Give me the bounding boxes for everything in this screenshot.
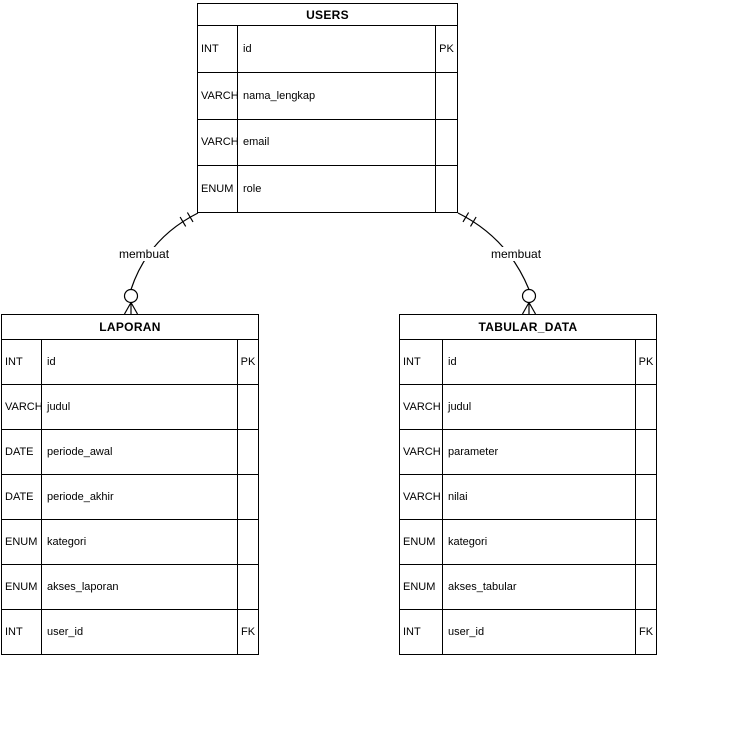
- column-key: PK: [237, 340, 258, 384]
- column-type: VARCH: [400, 430, 443, 474]
- column-name: kategori: [448, 536, 488, 548]
- table-row: VARCH nama_lengkap: [198, 72, 457, 120]
- column-name: id: [448, 356, 457, 368]
- column-name: role: [243, 183, 262, 196]
- column-name: kategori: [47, 536, 87, 548]
- column-key: [635, 430, 656, 474]
- table-row: INT user_id FK: [2, 610, 258, 654]
- column-key: [435, 166, 457, 212]
- column-key: [237, 565, 258, 609]
- column-name: akses_tabular: [448, 581, 517, 593]
- crow-foot-icon: [123, 302, 139, 315]
- column-type: INT: [400, 340, 443, 384]
- column-type: VARCH: [400, 385, 443, 429]
- column-name: judul: [448, 401, 472, 413]
- entity-tabular-data: TABULAR_DATA INT id PK VARCH judul VARCH…: [399, 314, 657, 655]
- column-name: periode_awal: [47, 446, 113, 458]
- entity-title: LAPORAN: [2, 315, 258, 340]
- relationship-users-tabular: [457, 212, 537, 315]
- relationship-users-laporan: [123, 212, 199, 315]
- zero-circle-icon: [521, 288, 537, 304]
- relationship-label-laporan: membuat: [118, 247, 171, 261]
- column-type: ENUM: [400, 565, 443, 609]
- column-type: ENUM: [400, 520, 443, 564]
- column-type: INT: [400, 610, 443, 654]
- exactly-one-ticks-icon: [179, 212, 194, 227]
- column-type: ENUM: [2, 565, 42, 609]
- column-type: VARCH: [198, 119, 238, 166]
- column-key: PK: [435, 26, 457, 72]
- column-key: [435, 72, 457, 119]
- column-type: INT: [2, 610, 42, 654]
- column-type: ENUM: [2, 520, 42, 564]
- table-row: INT id PK: [2, 340, 258, 385]
- column-name: email: [243, 136, 270, 149]
- column-name: parameter: [448, 446, 499, 458]
- zero-circle-icon: [123, 288, 139, 304]
- entity-laporan: LAPORAN INT id PK VARCH judul DATE perio…: [1, 314, 259, 655]
- table-row: VARCH nilai: [400, 475, 656, 520]
- table-row: VARCH judul: [2, 385, 258, 430]
- table-row: ENUM akses_tabular: [400, 565, 656, 610]
- entity-title: TABULAR_DATA: [400, 315, 656, 340]
- entity-users: USERS INT id PK VARCH nama_lengkap VARCH…: [197, 3, 458, 213]
- column-key: [635, 475, 656, 519]
- column-type: VARCH: [198, 72, 238, 119]
- table-row: INT id PK: [198, 26, 457, 73]
- column-key: [435, 119, 457, 166]
- column-name: id: [243, 42, 252, 55]
- column-type: INT: [198, 26, 238, 72]
- table-row: DATE periode_akhir: [2, 475, 258, 520]
- table-row: INT id PK: [400, 340, 656, 385]
- column-key: [237, 430, 258, 474]
- column-key: [237, 520, 258, 564]
- table-row: VARCH judul: [400, 385, 656, 430]
- table-row: DATE periode_awal: [2, 430, 258, 475]
- edge-curve: [457, 212, 530, 290]
- column-name: user_id: [448, 626, 485, 638]
- column-type: DATE: [2, 430, 42, 474]
- column-type: DATE: [2, 475, 42, 519]
- table-row: ENUM kategori: [2, 520, 258, 565]
- column-key: FK: [635, 610, 656, 654]
- entity-title: USERS: [198, 4, 457, 26]
- column-name: periode_akhir: [47, 491, 114, 503]
- column-type: VARCH: [2, 385, 42, 429]
- table-row: ENUM role: [198, 166, 457, 212]
- edge-curve: [130, 212, 199, 290]
- column-name: akses_laporan: [47, 581, 119, 593]
- table-row: ENUM kategori: [400, 520, 656, 565]
- table-row: VARCH parameter: [400, 430, 656, 475]
- column-type: VARCH: [400, 475, 443, 519]
- column-name: nama_lengkap: [243, 89, 316, 102]
- column-name: id: [47, 356, 56, 368]
- table-row: INT user_id FK: [400, 610, 656, 654]
- column-key: [635, 565, 656, 609]
- column-key: [237, 475, 258, 519]
- column-key: [237, 385, 258, 429]
- column-key: PK: [635, 340, 656, 384]
- column-key: FK: [237, 610, 258, 654]
- column-name: nilai: [448, 491, 468, 503]
- crow-foot-icon: [521, 302, 537, 315]
- table-row: ENUM akses_laporan: [2, 565, 258, 610]
- exactly-one-ticks-icon: [462, 212, 477, 227]
- column-name: user_id: [47, 626, 84, 638]
- column-name: judul: [47, 401, 71, 413]
- column-key: [635, 520, 656, 564]
- table-row: VARCH email: [198, 119, 457, 167]
- column-type: INT: [2, 340, 42, 384]
- column-type: ENUM: [198, 166, 238, 212]
- column-key: [635, 385, 656, 429]
- relationship-label-tabular: membuat: [490, 247, 543, 261]
